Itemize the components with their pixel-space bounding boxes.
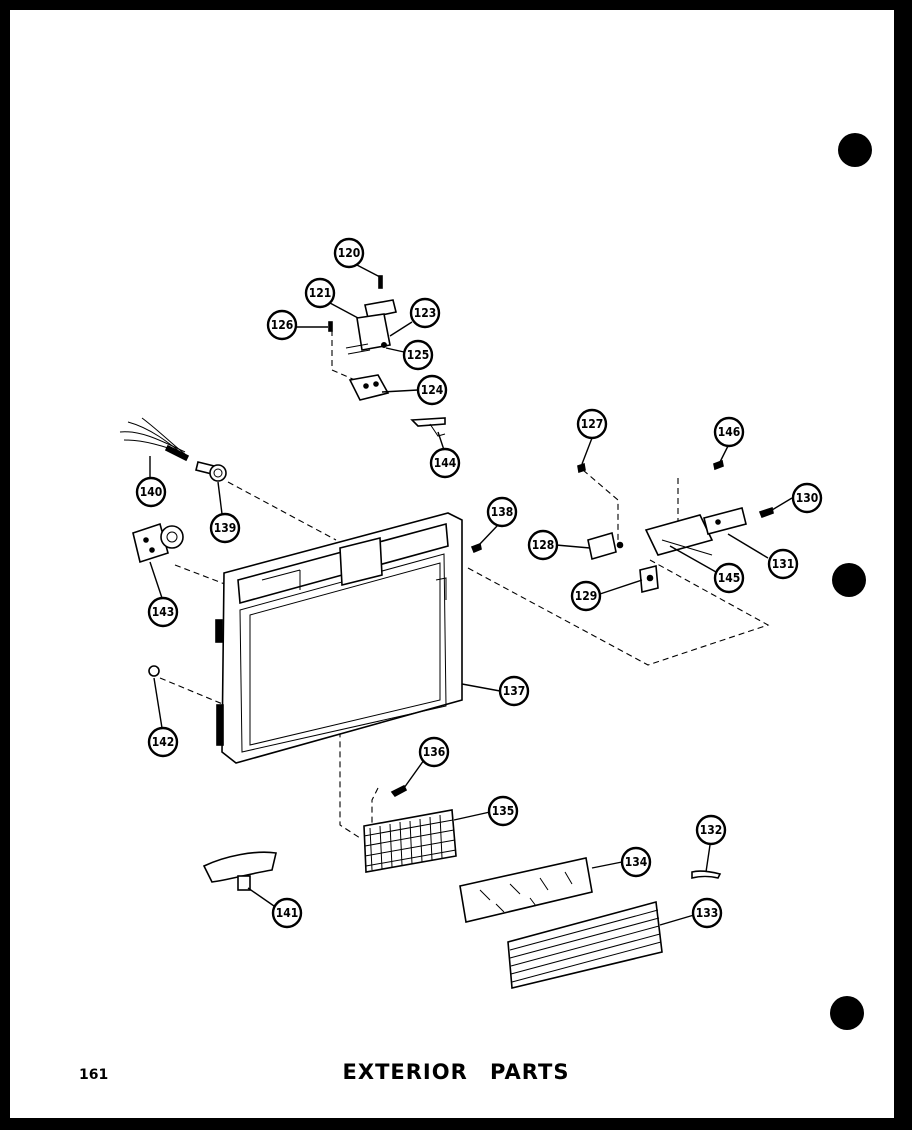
- callout-124: 124: [416, 374, 448, 406]
- svg-text:131: 131: [772, 557, 795, 571]
- page-title: EXTERIOR PARTS: [342, 1060, 570, 1084]
- strain-relief: [195, 461, 227, 482]
- page-number: 161: [79, 1067, 109, 1083]
- filter-pad: [459, 857, 593, 923]
- switch-assembly: [577, 459, 774, 594]
- mounting-bracket: [202, 851, 277, 891]
- screw: [390, 784, 408, 798]
- callout-132: 132: [695, 814, 727, 846]
- top-bracket-assembly: [328, 275, 397, 401]
- callout-138: 138: [486, 496, 518, 528]
- grommet: [148, 665, 160, 677]
- svg-text:139: 139: [214, 521, 237, 535]
- callout-127: 127: [576, 408, 608, 440]
- callout-131: 131: [767, 548, 799, 580]
- svg-text:126: 126: [271, 318, 294, 332]
- clip-part: [410, 417, 446, 437]
- callout-140: 140: [135, 476, 167, 508]
- svg-text:125: 125: [407, 348, 430, 362]
- front-grille: [507, 900, 663, 989]
- svg-text:143: 143: [152, 605, 175, 619]
- svg-text:146: 146: [718, 425, 741, 439]
- svg-text:121: 121: [309, 286, 332, 300]
- callout-146: 146: [713, 416, 745, 448]
- svg-text:145: 145: [718, 571, 741, 585]
- callout-121: 121: [304, 277, 336, 309]
- svg-text:134: 134: [625, 855, 648, 869]
- svg-text:138: 138: [491, 505, 514, 519]
- callout-144: 144: [429, 447, 461, 479]
- svg-text:144: 144: [434, 456, 457, 470]
- callout-120: 120: [333, 237, 365, 269]
- svg-text:120: 120: [338, 246, 361, 260]
- svg-text:132: 132: [700, 823, 723, 837]
- callout-137: 137: [498, 675, 530, 707]
- svg-text:128: 128: [532, 538, 555, 552]
- callout-141: 141: [271, 897, 303, 929]
- svg-text:137: 137: [503, 684, 526, 698]
- callout-129: 129: [570, 580, 602, 612]
- svg-text:141: 141: [276, 906, 299, 920]
- callout-126: 126: [266, 309, 298, 341]
- svg-text:129: 129: [575, 589, 598, 603]
- callout-128: 128: [527, 529, 559, 561]
- binder-hole: [838, 133, 872, 167]
- callout-125: 125: [402, 339, 434, 371]
- leader-lines: [149, 263, 793, 926]
- svg-text:130: 130: [796, 491, 819, 505]
- power-cord: [119, 417, 190, 462]
- control-switch: [132, 522, 184, 564]
- callout-134: 134: [620, 846, 652, 878]
- callout-136: 136: [418, 736, 450, 768]
- filter-grille: [363, 809, 457, 873]
- callout-142: 142: [147, 726, 179, 758]
- callout-135: 135: [487, 795, 519, 827]
- svg-text:127: 127: [581, 417, 604, 431]
- cabinet-front-frame: [215, 512, 463, 764]
- svg-text:142: 142: [152, 735, 175, 749]
- binder-hole: [830, 996, 864, 1030]
- callout-143: 143: [147, 596, 179, 628]
- svg-text:140: 140: [140, 485, 163, 499]
- callout-145: 145: [713, 562, 745, 594]
- binder-hole: [832, 563, 866, 597]
- callout-133: 133: [691, 897, 723, 929]
- clip-part: [691, 870, 722, 880]
- svg-text:124: 124: [421, 383, 444, 397]
- svg-text:133: 133: [696, 906, 719, 920]
- callout-139: 139: [209, 512, 241, 544]
- svg-text:123: 123: [414, 306, 437, 320]
- svg-text:136: 136: [423, 745, 446, 759]
- callout-130: 130: [791, 482, 823, 514]
- svg-text:135: 135: [492, 804, 515, 818]
- callout-123: 123: [409, 297, 441, 329]
